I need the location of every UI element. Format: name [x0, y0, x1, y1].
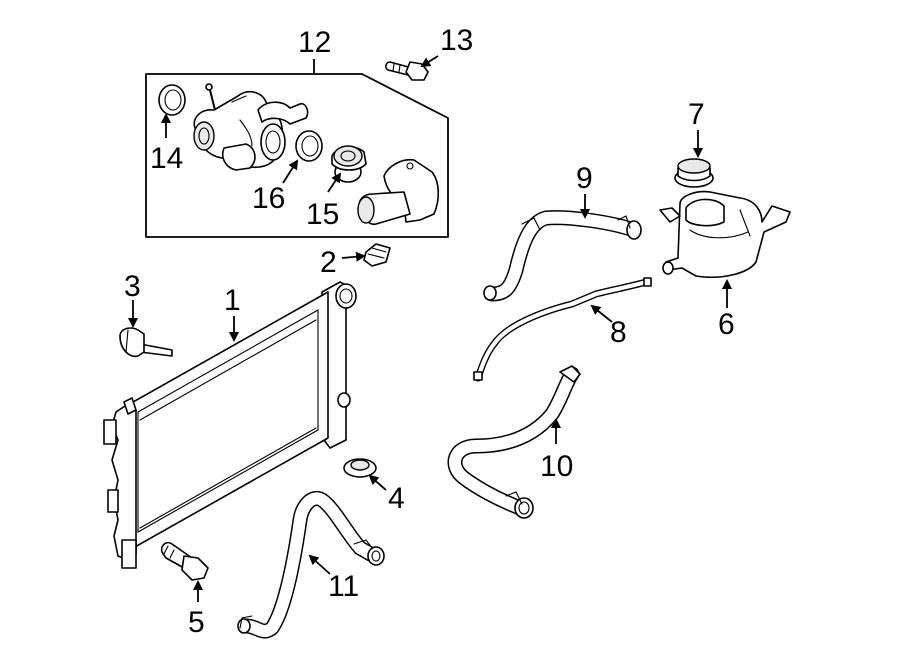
bolt-part-13 [385, 61, 429, 81]
callout-12: 12 [298, 26, 331, 59]
callout-6: 6 [718, 308, 735, 341]
leader-13 [420, 55, 439, 68]
leader-11 [308, 554, 331, 575]
callout-10: 10 [540, 450, 573, 483]
gasket-part-16 [295, 130, 323, 162]
leader-8 [590, 304, 613, 323]
callout-2: 2 [320, 246, 337, 279]
callout-14: 14 [150, 142, 183, 175]
radiator-part-1 [103, 281, 357, 569]
upper-hose-part-9 [483, 210, 642, 302]
thermostat-part-15 [331, 145, 367, 183]
callout-3: 3 [124, 270, 141, 303]
leader-15 [327, 172, 342, 193]
reservoir-cap-part-7 [674, 158, 714, 188]
water-outlet-elbow [357, 158, 440, 226]
bolt-part-5 [160, 541, 209, 581]
callout-15: 15 [306, 198, 339, 231]
leader-4 [368, 474, 387, 491]
mount-bushing-part-3 [119, 327, 173, 358]
leader-lines [128, 55, 732, 602]
coolant-reservoir-part-6 [659, 190, 791, 279]
clip-part-2 [363, 243, 391, 267]
overflow-tube-part-8 [473, 277, 652, 382]
callout-9: 9 [576, 162, 593, 195]
leader-2 [341, 251, 366, 262]
callout-11: 11 [328, 570, 359, 603]
callout-5: 5 [188, 606, 205, 639]
callout-4: 4 [388, 482, 405, 515]
cap-part-4 [343, 458, 377, 478]
callout-labels: 12 13 14 16 15 2 3 1 4 5 11 9 8 10 6 7 [124, 24, 735, 639]
callout-13: 13 [440, 24, 473, 57]
callout-8: 8 [610, 316, 627, 349]
lower-hose-part-11 [237, 491, 385, 639]
callout-1: 1 [224, 284, 241, 317]
radiator-hose-part-10 [447, 365, 581, 519]
callout-16: 16 [252, 182, 285, 215]
leader-16 [282, 159, 299, 184]
seal-ring-part-14 [158, 84, 186, 116]
callout-7: 7 [688, 98, 705, 131]
thermostat-housing [193, 83, 309, 171]
